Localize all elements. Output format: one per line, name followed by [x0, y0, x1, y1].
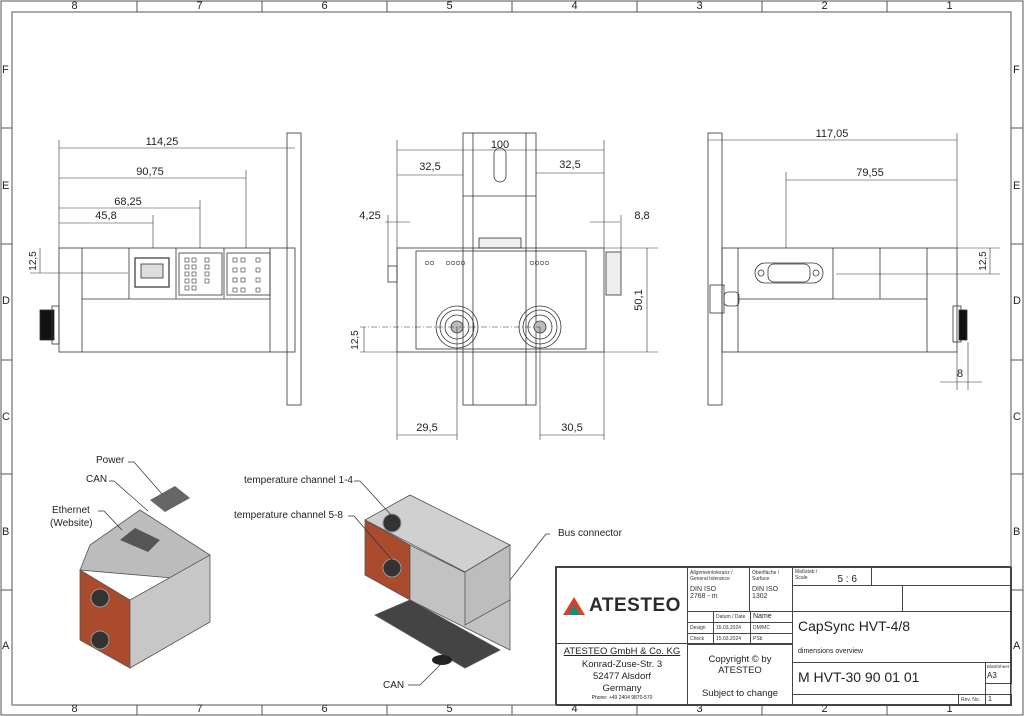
dim-32-5-left: 32,5 [419, 161, 440, 173]
surface-cell: Oberfläche / Surface DIN ISO 1302 [749, 567, 793, 612]
row-label: B [1013, 526, 1021, 538]
callout-power: Power [96, 455, 125, 466]
scale-value: 5 : 6 [837, 574, 857, 585]
dim-90-75: 90,75 [136, 166, 164, 178]
title-block: ATESTEO Allgemeintoleranz / General tole… [555, 566, 1012, 706]
subject-to-change: Subject to change [701, 688, 779, 699]
dim-29-5: 29,5 [416, 422, 437, 434]
dim-114-25: 114,25 [146, 136, 179, 148]
dim-50-1: 50,1 [633, 289, 645, 310]
empty-cell [902, 585, 1012, 612]
product-title: CapSync HVT-4/8 [798, 618, 911, 634]
col-label: 2 [821, 0, 828, 12]
dim-12-5: 12,5 [28, 251, 39, 271]
isometric-device-back [364, 494, 511, 669]
dim-45-8: 45,8 [95, 210, 116, 222]
drawing-number: M HVT-30 90 01 01 [792, 662, 986, 695]
atesteo-logo-icon [563, 596, 586, 615]
country: Germany [602, 683, 642, 694]
drawing-subtitle: dimensions overview [798, 648, 863, 655]
dim-8-8: 8,8 [634, 210, 649, 222]
col-label: 4 [571, 0, 578, 12]
dim-32-5-right: 32,5 [559, 159, 580, 171]
general-tolerance-cell: Allgemeintoleranz / General tolerance DI… [687, 567, 750, 612]
col-label: 1 [946, 703, 953, 715]
col-label: 3 [696, 703, 703, 715]
address-cell: ATESTEO GmbH & Co. KG Konrad-Zuse-Str. 3… [556, 643, 688, 706]
scale-cell: Maßstab / Scale 5 : 6 [792, 567, 872, 586]
row-label: C [2, 411, 10, 423]
surface-value: DIN ISO 1302 [752, 586, 779, 600]
surface-label: Oberfläche / Surface [752, 570, 780, 582]
column-labels-bottom: 8 7 6 5 4 3 2 1 [12, 703, 1012, 715]
callout-temp-1-4: temperature channel 1-4 [244, 475, 353, 486]
callout-ethernet-website: (Website) [50, 518, 93, 529]
sheet-cell: Blatt/Sheet A3 [985, 662, 1012, 684]
dim-117-05: 117,05 [816, 128, 849, 140]
rev-value: 1 [985, 694, 1012, 706]
row-label: F [1013, 64, 1020, 76]
dim-4-25: 4,25 [359, 210, 380, 222]
blank-rev-cell [792, 694, 959, 706]
row-label: F [2, 64, 9, 76]
sheet-value: A3 [987, 671, 997, 680]
col-label: 2 [821, 703, 828, 715]
empty-cell [871, 567, 1012, 586]
phone: Phone: +49 2404 9870-570 [591, 695, 653, 701]
dim-12-5-front: 12,5 [350, 330, 361, 350]
row-label: A [2, 640, 10, 652]
col-label: 5 [446, 0, 453, 12]
row-label: C [1013, 411, 1021, 423]
callout-bus-connector: Bus connector [558, 528, 622, 539]
row-label: A [1013, 640, 1021, 652]
col-label: 8 [71, 703, 78, 715]
col-label: 6 [321, 0, 328, 12]
empty-cell [792, 585, 903, 612]
callout-can-bottom: CAN [383, 680, 405, 691]
isometric-device-front [79, 486, 211, 669]
company-name: ATESTEO GmbH & Co. KG [563, 646, 681, 657]
dim-8: 8 [957, 368, 963, 380]
general-tolerance-value: DIN ISO 2768 - m [690, 586, 718, 600]
general-tolerance-label: Allgemeintoleranz / General tolerance [690, 570, 733, 582]
city: 52477 Alsdorf [592, 671, 652, 682]
col-label: 7 [196, 0, 203, 12]
scale-label: Maßstab / Scale [795, 569, 818, 581]
row-label: E [2, 180, 10, 192]
copyright-cell: Copyright © by ATESTEO Subject to change [687, 643, 793, 706]
column-labels-top: 8 7 6 5 4 3 2 1 [12, 0, 1012, 12]
logo-text: ATESTEO [589, 594, 681, 616]
col-label: 6 [321, 703, 328, 715]
col-label: 5 [446, 703, 453, 715]
col-label: 3 [696, 0, 703, 12]
dim-79-55: 79,55 [856, 167, 884, 179]
col-label: 4 [571, 703, 578, 715]
dim-68-25: 68,25 [114, 196, 142, 208]
rev-label: Rev. No. [958, 694, 986, 706]
col-label: 8 [71, 0, 78, 12]
logo-cell: ATESTEO [556, 567, 688, 644]
row-label: B [2, 526, 10, 538]
row-label: D [2, 295, 10, 307]
callout-can-top: CAN [86, 474, 108, 485]
col-label: 7 [196, 703, 203, 715]
row-label: D [1013, 295, 1021, 307]
dim-100: 100 [491, 139, 509, 151]
callout-ethernet: Ethernet [52, 505, 90, 516]
copyright: Copyright © by ATESTEO [708, 654, 772, 676]
sheet-label: Blatt/Sheet [987, 664, 1010, 669]
dim-12-5-right: 12,5 [978, 251, 989, 271]
col-label: 1 [946, 0, 953, 12]
product-title-cell: CapSync HVT-4/8 dimensions overview [792, 611, 1012, 663]
street: Konrad-Zuse-Str. 3 [581, 659, 663, 670]
callout-temp-5-8: temperature channel 5-8 [234, 510, 343, 521]
row-label: E [1013, 180, 1021, 192]
dim-30-5: 30,5 [561, 422, 582, 434]
